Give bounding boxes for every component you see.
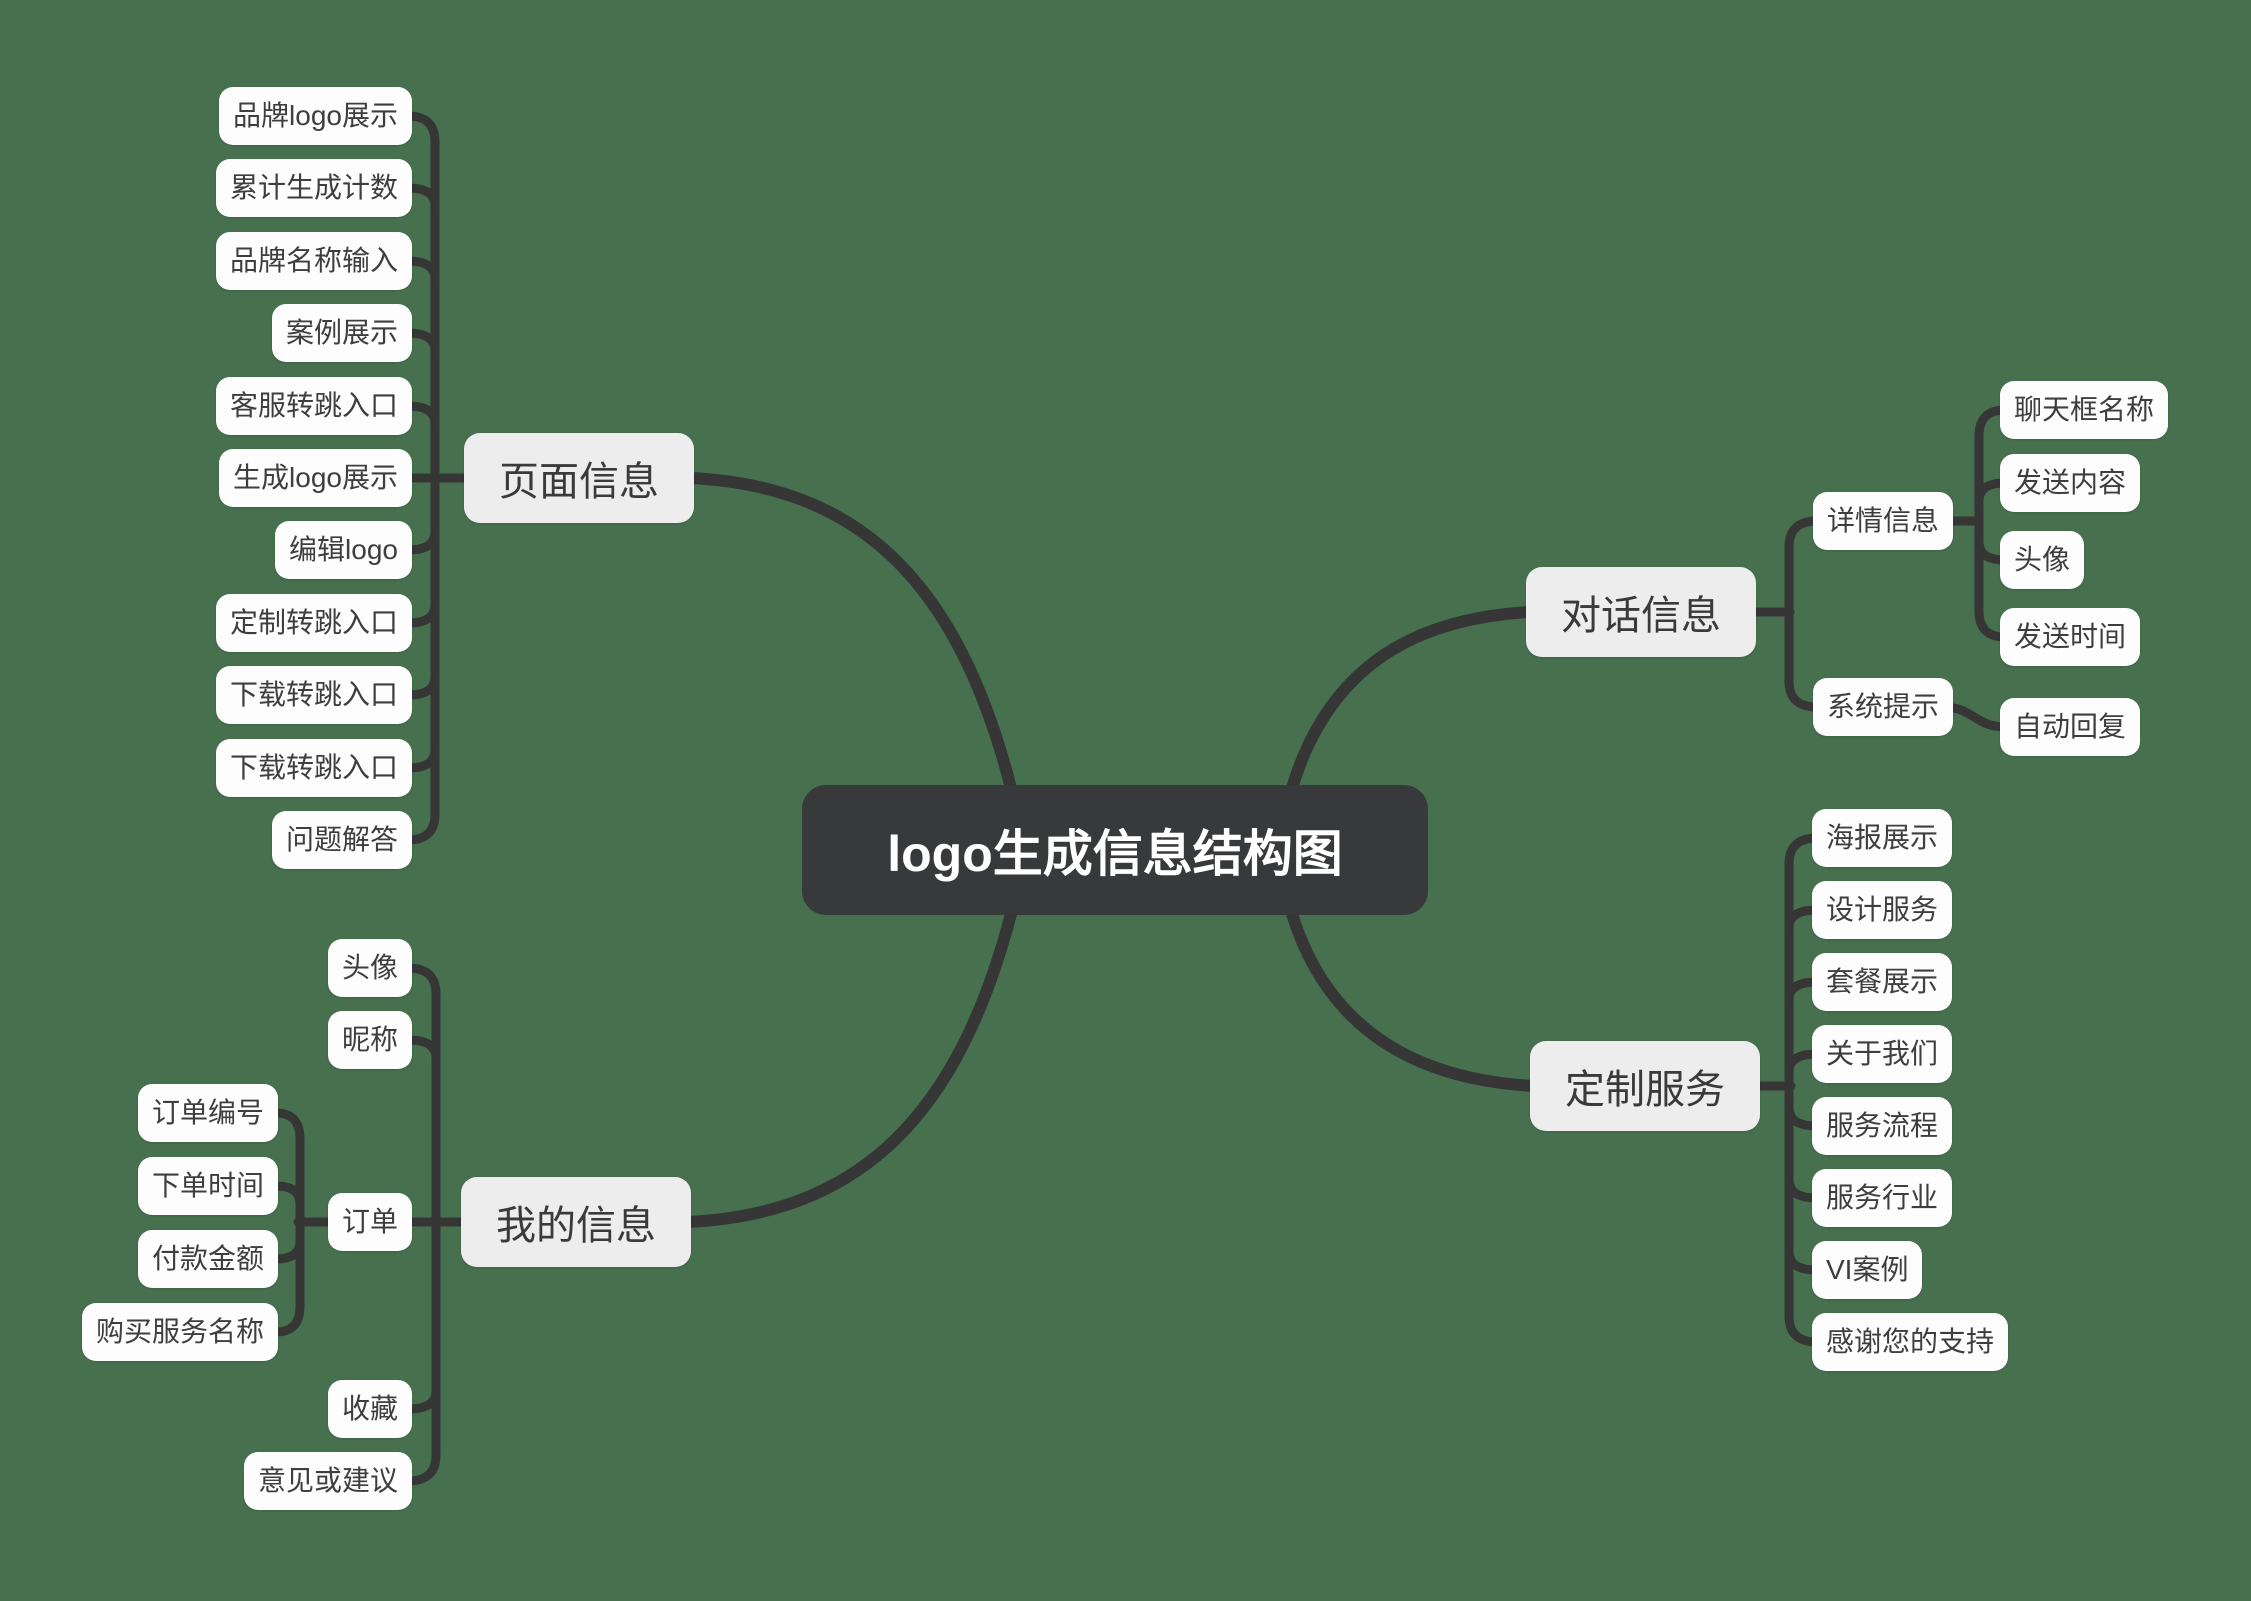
node-feedback[interactable]: 意见或建议 — [243, 1452, 412, 1510]
node-favorites[interactable]: 收藏 — [327, 1380, 412, 1438]
node-nickname[interactable]: 昵称 — [327, 1011, 412, 1069]
node-service-process[interactable]: 服务流程 — [1812, 1097, 1953, 1155]
node-order-time[interactable]: 下单时间 — [137, 1157, 278, 1215]
node-service-industry[interactable]: 服务行业 — [1812, 1169, 1953, 1227]
node-case-display[interactable]: 案例展示 — [271, 304, 412, 362]
node-generated-logo-display[interactable]: 生成logo展示 — [219, 449, 412, 507]
node-detail-info[interactable]: 详情信息 — [1813, 492, 1954, 550]
node-edit-logo[interactable]: 编辑logo — [275, 521, 412, 579]
node-brand-logo-display[interactable]: 品牌logo展示 — [219, 87, 412, 145]
node-poster-display[interactable]: 海报展示 — [1812, 809, 1953, 867]
node-package-display[interactable]: 套餐展示 — [1812, 953, 1953, 1011]
node-send-time[interactable]: 发送时间 — [2000, 608, 2141, 666]
node-thanks-support[interactable]: 感谢您的支持 — [1812, 1313, 2009, 1371]
node-brand-name-input[interactable]: 品牌名称输入 — [215, 232, 412, 290]
node-generation-count[interactable]: 累计生成计数 — [215, 159, 412, 217]
node-design-service[interactable]: 设计服务 — [1812, 881, 1953, 939]
node-about-us[interactable]: 关于我们 — [1812, 1025, 1953, 1083]
node-payment-amount[interactable]: 付款金额 — [137, 1230, 278, 1288]
central-topic[interactable]: logo生成信息结构图 — [802, 785, 1428, 915]
node-order[interactable]: 订单 — [327, 1193, 412, 1251]
node-download-jump-entry-1[interactable]: 下载转跳入口 — [215, 666, 412, 724]
node-faq[interactable]: 问题解答 — [271, 811, 412, 869]
node-purchased-service-name[interactable]: 购买服务名称 — [81, 1303, 278, 1361]
node-auto-reply[interactable]: 自动回复 — [2000, 698, 2141, 756]
node-message-avatar[interactable]: 头像 — [2000, 531, 2085, 589]
topic-dialog-info[interactable]: 对话信息 — [1526, 567, 1756, 657]
node-download-jump-entry-2[interactable]: 下载转跳入口 — [215, 739, 412, 797]
node-support-jump-entry[interactable]: 客服转跳入口 — [215, 377, 412, 435]
topic-page-info[interactable]: 页面信息 — [464, 433, 694, 523]
topic-my-info[interactable]: 我的信息 — [461, 1177, 691, 1267]
node-chatbox-name[interactable]: 聊天框名称 — [2000, 381, 2169, 439]
topic-custom-service[interactable]: 定制服务 — [1530, 1041, 1760, 1131]
node-order-number[interactable]: 订单编号 — [137, 1084, 278, 1142]
node-custom-jump-entry[interactable]: 定制转跳入口 — [215, 594, 412, 652]
node-vi-case[interactable]: VI案例 — [1812, 1241, 1923, 1299]
node-avatar[interactable]: 头像 — [327, 939, 412, 997]
node-send-content[interactable]: 发送内容 — [2000, 454, 2141, 512]
node-system-prompt[interactable]: 系统提示 — [1813, 678, 1954, 736]
